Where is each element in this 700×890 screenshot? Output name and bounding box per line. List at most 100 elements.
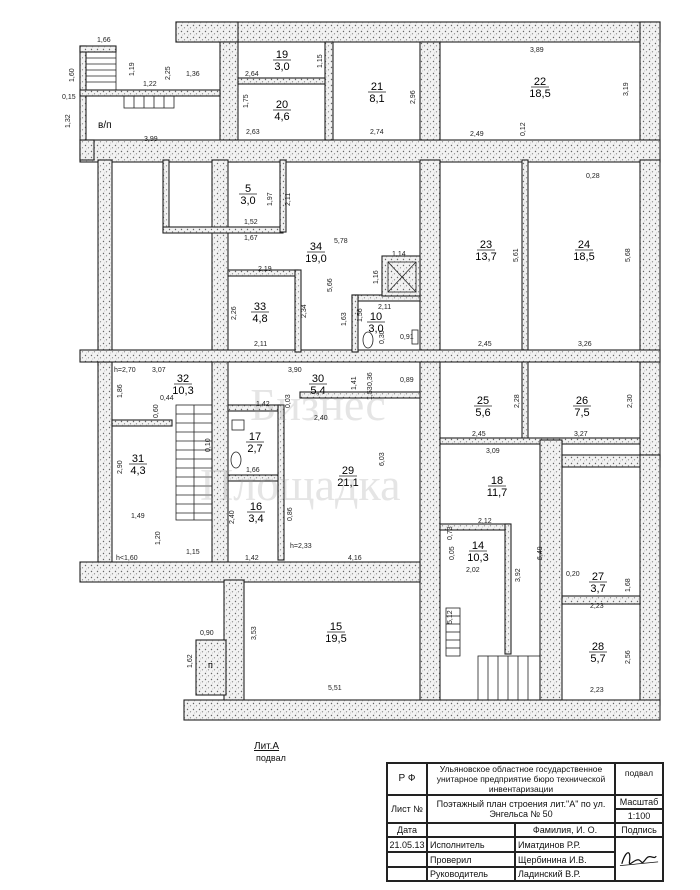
room-number: 10 xyxy=(370,311,382,323)
room-number: 14 xyxy=(472,540,484,552)
dim: 2,23 xyxy=(590,687,604,694)
dim: 5,78 xyxy=(334,238,348,245)
dim: 1,68 xyxy=(625,578,632,592)
room-area: 18,5 xyxy=(529,88,550,100)
room-number: 19 xyxy=(276,49,288,61)
room-number: 30 xyxy=(312,373,324,385)
dim: 1,63 xyxy=(341,312,348,326)
room-26: 267,5 xyxy=(573,395,591,419)
dim: 3,26 xyxy=(578,341,592,348)
room-33: 334,8 xyxy=(251,301,269,325)
stamp-date-label: Дата xyxy=(387,823,427,837)
walls xyxy=(79,21,661,721)
stamp-plan: Поэтажный план строения лит."А" по ул. Э… xyxy=(427,795,615,823)
room-number: 18 xyxy=(491,475,503,487)
dim: 0,20 xyxy=(566,571,580,578)
dim: 1,75 xyxy=(243,94,250,108)
dim: h=2,33 xyxy=(290,543,312,550)
room-number: 28 xyxy=(592,641,604,653)
stamp-date: 21.05.13 xyxy=(387,837,427,852)
dim: 2,56 xyxy=(625,650,632,664)
room-area: 5,4 xyxy=(310,385,325,397)
room-area: 2,7 xyxy=(247,443,262,455)
dim: 1,42 xyxy=(245,555,259,562)
dim: 2,63 xyxy=(246,129,260,136)
dim: 0,44 xyxy=(160,395,174,402)
dim: 0,91 xyxy=(400,334,414,341)
stamp-sheet: Лист № xyxy=(387,795,427,823)
dim: 1,62 xyxy=(187,654,194,668)
room-number: 22 xyxy=(534,76,546,88)
room-30: 305,4 xyxy=(309,373,327,397)
dim: 5,66 xyxy=(327,278,334,292)
room-21: 218,1 xyxy=(368,81,386,105)
dim: 1,42 xyxy=(256,401,270,408)
dim: 3,07 xyxy=(152,367,166,374)
stamp-blank xyxy=(427,823,515,837)
room-27: 273,7 xyxy=(589,571,607,595)
dim: 3,89 xyxy=(530,47,544,54)
dim: 0,36 xyxy=(367,372,374,386)
dim: 1,16 xyxy=(373,270,380,284)
room-area: 19,5 xyxy=(325,633,346,645)
dim: 1,56 xyxy=(357,308,364,322)
stamp-scale: 1:100 xyxy=(615,809,663,823)
dim: 5,12 xyxy=(447,610,454,624)
room-area: 5,6 xyxy=(475,407,490,419)
dim: 1,60 xyxy=(69,68,76,82)
room-number: 32 xyxy=(177,373,189,385)
room-area: 3,4 xyxy=(248,513,263,525)
dim: 1,97 xyxy=(267,192,274,206)
stamp-name: Ладинский В.Р. xyxy=(515,867,615,881)
dim: 0,28 xyxy=(586,173,600,180)
dim: 2,11 xyxy=(378,304,391,311)
watermark-line1: Бизнес xyxy=(250,379,386,430)
room-number: 31 xyxy=(132,453,144,465)
dim: 6,03 xyxy=(379,452,386,466)
stamp-rf: Р Ф xyxy=(387,763,427,795)
dim: 1,66 xyxy=(97,37,111,44)
stamp-fio-label: Фамилия, И. О. xyxy=(515,823,615,837)
dim: 5,68 xyxy=(625,248,632,262)
room-number: 29 xyxy=(342,465,354,477)
floor-label: подвал xyxy=(256,753,286,763)
dim: 2,34 xyxy=(301,304,308,318)
room-number: 17 xyxy=(249,431,261,443)
dim: 2,49 xyxy=(470,131,484,138)
stamp-type: подвал xyxy=(615,763,663,795)
dim: 1,19 xyxy=(129,62,136,76)
room-number: 34 xyxy=(310,241,322,253)
dim: 1,32 xyxy=(65,114,72,128)
dim: 3,99 xyxy=(144,136,158,143)
room-number: 5 xyxy=(245,183,251,195)
dim: 2,02 xyxy=(466,567,480,574)
room-area: 3,7 xyxy=(590,583,605,595)
stamp-role: Руководитель xyxy=(427,867,515,881)
watermark-line2: Площадка xyxy=(200,459,401,510)
dim: 1,14 xyxy=(392,251,406,258)
dim: 2,74 xyxy=(370,129,384,136)
dim: 3,92 xyxy=(515,568,522,582)
dim: 1,22 xyxy=(143,81,157,88)
room-area: 8,1 xyxy=(369,93,384,105)
label-p: п xyxy=(208,660,213,670)
room-area: 4,8 xyxy=(252,313,267,325)
room-5: 53,0 xyxy=(239,183,257,207)
dim: 0,86 xyxy=(287,507,294,521)
lit-label: Лит.А xyxy=(254,741,280,752)
fixtures xyxy=(230,329,419,469)
dim: 1,49 xyxy=(131,513,145,520)
dim: 1,67 xyxy=(244,235,258,242)
room-area: 5,7 xyxy=(590,653,605,665)
dim: 2,30 xyxy=(627,394,634,408)
dim: 4,16 xyxy=(348,555,362,562)
room-area: 21,1 xyxy=(337,477,358,489)
room-number: 33 xyxy=(254,301,266,313)
dim: 2,12 xyxy=(478,518,492,525)
stamp-scale-label: Масштаб xyxy=(615,795,663,809)
